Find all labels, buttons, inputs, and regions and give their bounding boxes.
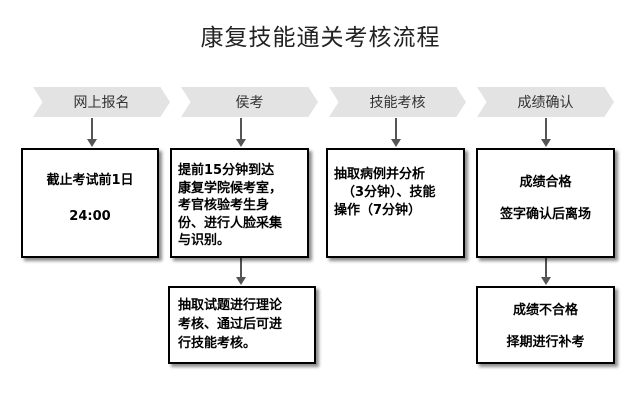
waiting-room-box: 提前15分钟到达 康复学院候考室， 考官核验考生身 份、进行人脸采集 与识别。 (170, 148, 309, 258)
stage-label: 侯考 (235, 95, 264, 111)
box-text-line: 操作（7分钟） (334, 203, 422, 218)
arrow-head (541, 139, 551, 147)
arrow-line (545, 258, 547, 278)
registration-deadline-box: 截止考试前1日 24:00 (21, 148, 159, 258)
fail-result-box: 成绩不合格 择期进行补考 (476, 286, 615, 364)
box-text-line: 成绩合格 (519, 175, 572, 190)
box-text-line: 截止考试前1日 (46, 173, 134, 188)
stage-online-registration: 网上报名 (33, 87, 170, 117)
box-text-line: 考官核验考生身 (178, 198, 270, 213)
skill-exam-box: 抽取病例并分析 （3分钟）、技能 操作（7分钟） (326, 148, 465, 258)
arrow-head (87, 139, 97, 147)
box-text-line: 份、进行人脸采集 (178, 215, 283, 231)
diagram-title: 康复技能通关考核流程 (200, 25, 441, 51)
arrow-head (541, 277, 551, 285)
box-text-line: 抽取病例并分析 (334, 167, 426, 182)
stage-label: 技能考核 (369, 95, 426, 111)
arrow-head (236, 277, 246, 285)
arrow-head (391, 139, 401, 147)
arrow-line (240, 258, 242, 278)
box-text-line: 提前15分钟到达 (178, 163, 275, 178)
box-text-line: （3分钟）、技能 (342, 185, 436, 200)
box-text-line: 24:00 (69, 209, 111, 224)
box-text-line: 考核、通过后可进 (178, 317, 283, 332)
stage-result-confirmation: 成绩确认 (477, 87, 614, 117)
box-text-line: 择期进行补考 (506, 335, 585, 350)
arrow-line (240, 118, 242, 140)
theory-exam-box: 抽取试题进行理论 考核、通过后可进 行技能考核。 (168, 286, 316, 364)
arrow-line (395, 118, 397, 140)
box-text-line: 行技能考核。 (178, 336, 257, 351)
box-text-line: 康复学院候考室， (178, 180, 283, 196)
stage-skill-exam: 技能考核 (329, 87, 466, 117)
box-text-line: 签字确认后离场 (499, 207, 591, 222)
arrow-line (91, 118, 93, 140)
box-text-line: 与识别。 (178, 233, 231, 248)
stage-label: 成绩确认 (517, 95, 574, 111)
arrow-head (236, 139, 246, 147)
box-text-line: 抽取试题进行理论 (178, 298, 283, 313)
stage-waiting: 侯考 (181, 87, 318, 117)
pass-result-box: 成绩合格 签字确认后离场 (476, 148, 615, 258)
arrow-line (545, 118, 547, 140)
stage-label: 网上报名 (73, 95, 130, 111)
box-text-line: 成绩不合格 (512, 303, 578, 318)
